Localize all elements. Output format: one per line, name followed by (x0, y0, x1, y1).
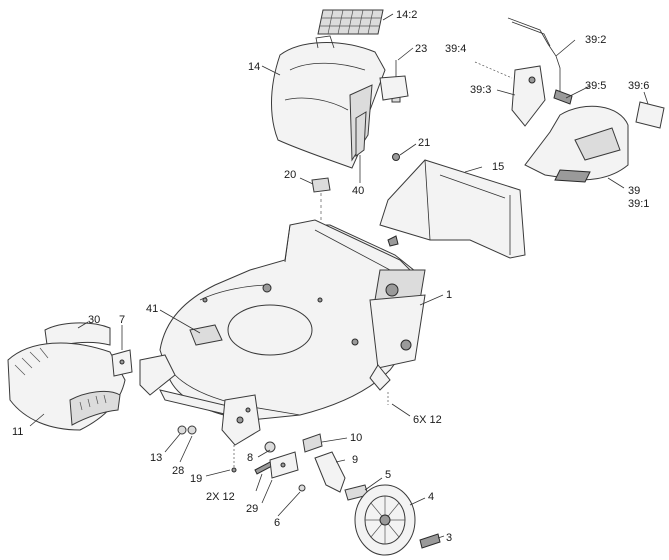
label-39-2: 39:2 (585, 34, 606, 46)
mower-deck-1 (159, 219, 426, 421)
label-4: 4 (428, 491, 434, 503)
label-30: 30 (88, 314, 100, 326)
part-40 (355, 111, 367, 157)
plate-29 (269, 451, 299, 479)
label-29: 29 (246, 503, 258, 515)
label-6x12: 6X 12 (413, 414, 442, 426)
label-21: 21 (418, 137, 430, 149)
label-8: 8 (247, 452, 253, 464)
label-39-4: 39:4 (445, 43, 466, 55)
part-41 (189, 324, 223, 346)
label-10: 10 (350, 432, 362, 444)
bolt-23 (379, 60, 409, 103)
callout-labels: 14:2 14 23 39:4 39:2 39:3 39:5 39:6 21 2… (12, 9, 649, 544)
washer-8 (264, 441, 276, 453)
nut-21 (392, 153, 400, 161)
grass-bag-15 (379, 159, 526, 259)
label-6: 6 (274, 517, 280, 529)
label-39-3: 39:3 (470, 84, 491, 96)
leader-lines (29, 13, 649, 539)
label-39-1: 39:1 (628, 198, 649, 210)
arm-9 (314, 451, 346, 493)
label-28: 28 (172, 465, 184, 477)
front-cover-11 (7, 342, 126, 431)
label-9: 9 (352, 454, 358, 466)
label-41: 41 (146, 303, 158, 315)
label-39: 39 (628, 185, 640, 197)
label-39-5: 39:5 (585, 80, 606, 92)
label-5: 5 (385, 469, 391, 481)
nut-6 (298, 484, 306, 492)
bolt-12 (254, 461, 273, 475)
label-15: 15 (492, 161, 504, 173)
front-bracket (139, 354, 261, 446)
label-20: 20 (284, 169, 296, 181)
label-39-6: 39:6 (628, 80, 649, 92)
label-2x12: 2X 12 (206, 491, 235, 503)
cover-10 (302, 433, 323, 453)
label-1: 1 (446, 289, 452, 301)
rear-flap-14 (271, 35, 386, 169)
block-20 (311, 177, 331, 220)
label-7: 7 (119, 314, 125, 326)
label-11: 11 (12, 426, 23, 438)
nut-28 (187, 425, 197, 435)
label-40: 40 (352, 185, 364, 197)
label-19: 19 (190, 473, 202, 485)
bracket-7 (111, 349, 133, 377)
decal-14-2 (317, 9, 384, 35)
label-14-2: 14:2 (396, 9, 417, 21)
label-13: 13 (150, 452, 162, 464)
washer-13 (177, 425, 187, 435)
bolt-19 (231, 445, 237, 473)
wheel-4 (354, 484, 416, 556)
label-3: 3 (446, 532, 452, 544)
handle-assembly-39 (474, 17, 665, 183)
label-14: 14 (248, 61, 260, 73)
bolt-3 (419, 533, 441, 549)
label-23: 23 (415, 43, 427, 55)
